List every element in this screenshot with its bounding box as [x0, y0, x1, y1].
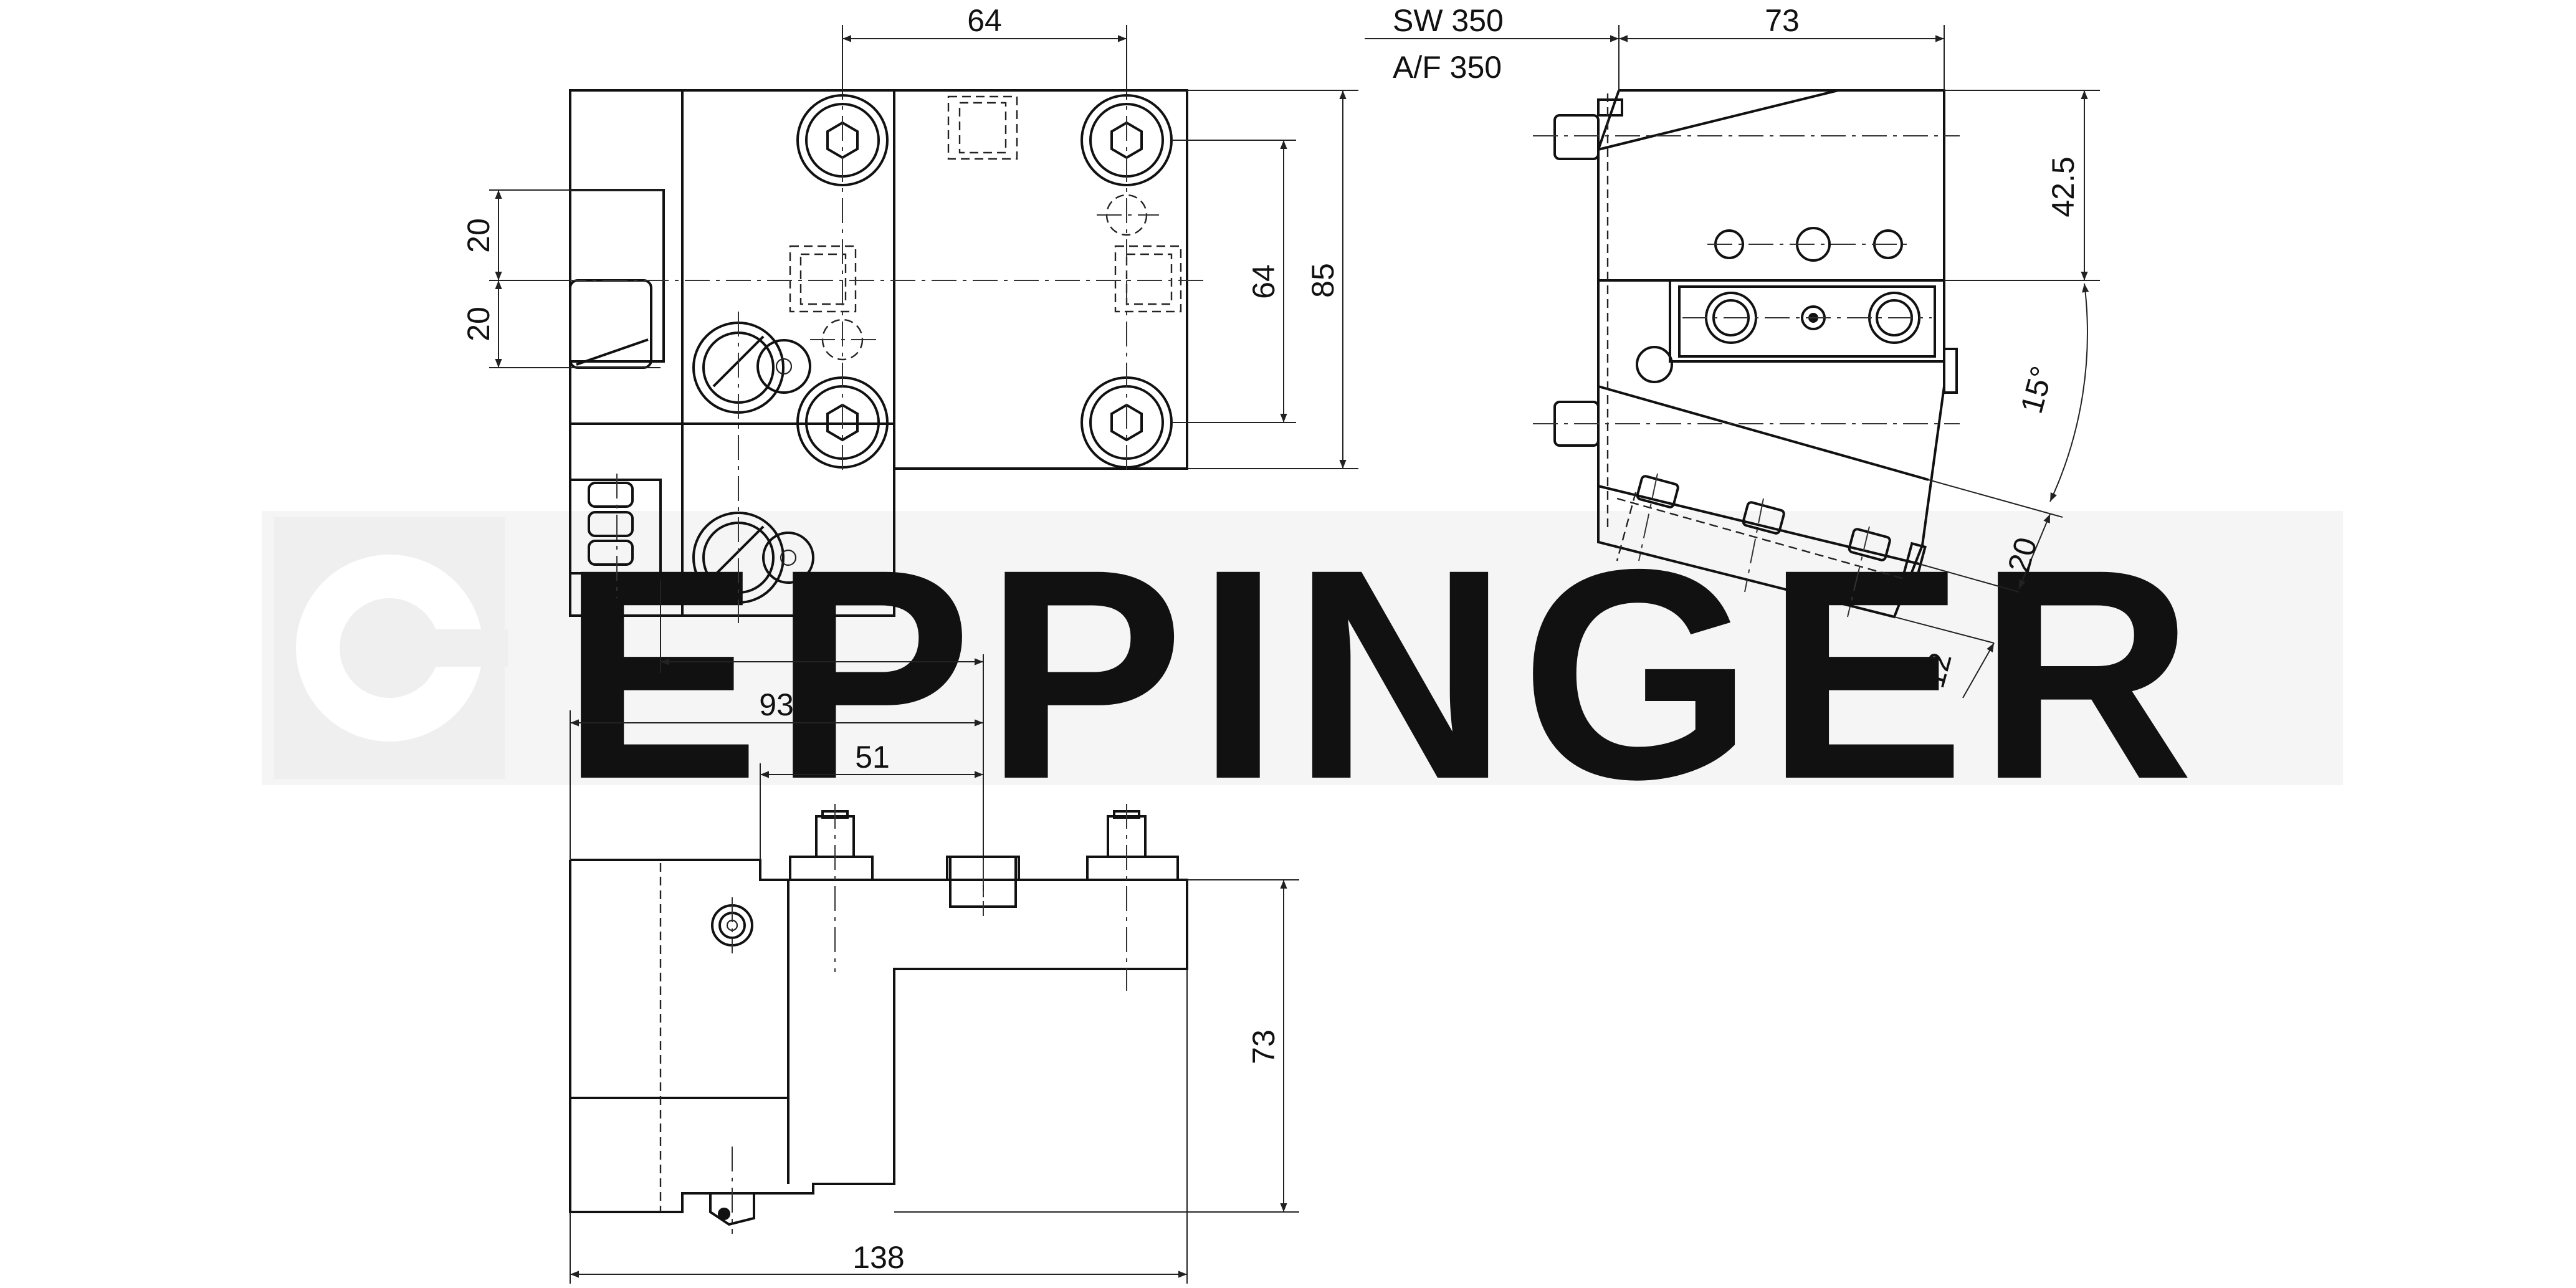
dim-width-93: 93	[759, 687, 794, 722]
dim-height-73: 73	[1246, 1029, 1281, 1064]
dim-side-angle: 15°	[2014, 363, 2060, 417]
dim-top-width: 64	[967, 3, 1002, 38]
watermark: EPPINGER	[262, 507, 2343, 841]
dim-front-height-inner: 64	[1246, 264, 1281, 299]
dim-side-height-42-5: 42.5	[2046, 156, 2081, 217]
dim-left-pitch-lower: 20	[461, 307, 496, 341]
front-view-dimensions: 64 85 64 20 20 73	[461, 3, 1358, 897]
front-view	[520, 75, 1206, 623]
dim-side-width-73: 73	[1765, 3, 1800, 38]
dim-front-height-outer: 85	[1305, 263, 1340, 298]
bottom-view-dimensions: 93 51 138 73	[570, 687, 1299, 1284]
watermark-logo-icon	[274, 517, 508, 779]
watermark-text: EPPINGER	[561, 507, 2206, 841]
side-view	[1533, 89, 1960, 619]
dim-width-51: 51	[855, 740, 890, 775]
dim-bottom-view-73: 73	[802, 626, 837, 661]
wrench-size-sw: SW 350	[1393, 3, 1504, 38]
dim-total-138: 138	[852, 1240, 904, 1275]
watermark-band	[262, 511, 2343, 785]
wrench-size-af: A/F 350	[1393, 50, 1502, 85]
bottom-view	[569, 804, 1188, 1234]
dim-left-pitch-upper: 20	[461, 218, 496, 253]
